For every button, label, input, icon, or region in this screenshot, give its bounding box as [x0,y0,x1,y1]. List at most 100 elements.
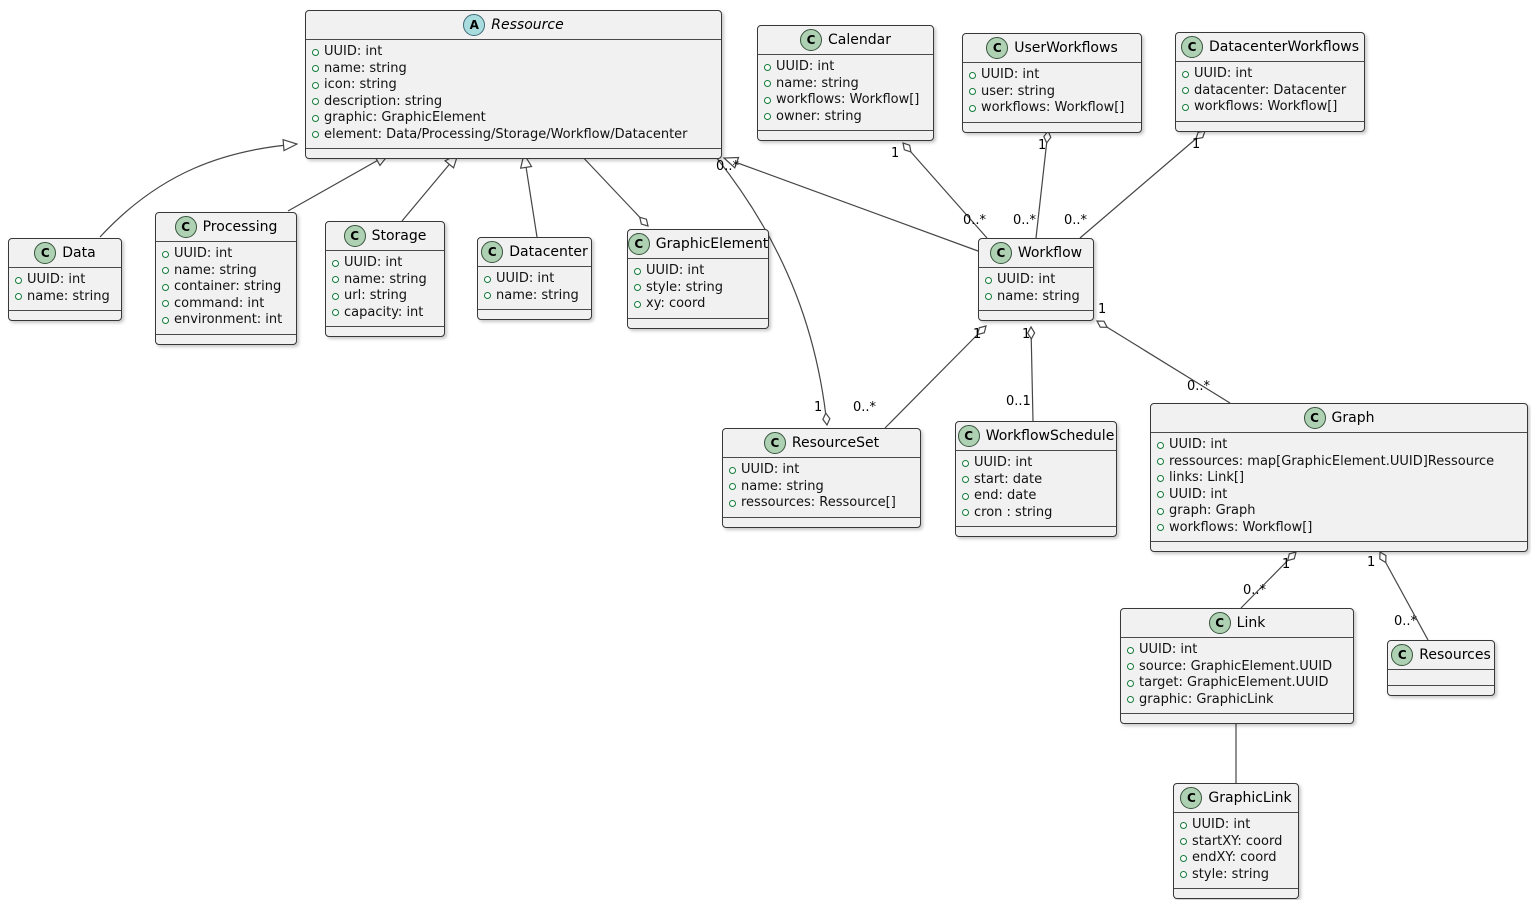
class-graphiclink: C GraphicLink UUID: int startXY: coord e… [1173,783,1299,899]
attribute-row: owner: string [764,109,927,126]
class-graph-header: C Graph [1151,404,1527,433]
attribute-row: UUID: int [332,255,438,272]
field-icon [332,276,339,284]
class-title: UserWorkflows [1014,40,1118,56]
class-workflow-attributes: UUID: int name: string [979,268,1093,311]
attribute-row: user: string [969,84,1135,101]
class-title: WorkflowSchedule [985,428,1115,444]
attribute-row: UUID: int [985,272,1087,289]
edge-ressource-graphicelement [577,151,649,227]
methods-compartment [326,327,444,336]
multiplicity-label: 1 [1022,327,1031,342]
class-datacenter: C Datacenter UUID: int name: string [477,237,592,320]
multiplicity-label: 1 [1282,557,1291,572]
field-icon [969,88,976,96]
field-icon [162,267,169,275]
methods-compartment [1174,889,1298,898]
field-icon [162,283,169,291]
class-workflowschedule-header: C WorkflowSchedule [956,422,1116,451]
attribute-row: url: string [332,288,438,305]
methods-compartment [956,527,1116,536]
field-icon [634,267,641,275]
field-icon [764,80,771,88]
field-icon [1127,696,1134,704]
class-workflow: C Workflow UUID: int name: string [978,238,1094,321]
class-graphicelement-attributes: UUID: int style: string xy: coord [628,259,768,319]
class-icon: C [989,242,1012,264]
field-icon [1127,663,1134,671]
class-graphiclink-attributes: UUID: int startXY: coord endXY: coord st… [1174,813,1298,889]
attribute-row: name: string [15,289,115,306]
class-title: GraphicElement [655,236,769,252]
attribute-row: description: string [312,94,715,111]
field-icon [962,509,969,517]
attribute-row: UUID: int [969,67,1135,84]
field-icon [969,104,976,112]
multiplicity-label: 1 [1192,137,1201,152]
attribute-row: name: string [162,263,290,280]
field-icon [764,63,771,71]
field-icon [1180,821,1187,829]
edge-graph-resources [1379,550,1429,641]
methods-compartment [156,335,296,344]
multiplicity-label: 1 [1038,138,1047,153]
attribute-row: UUID: int [1127,642,1347,659]
class-resources: C Resources [1387,640,1495,696]
attribute-row: workflows: Workflow[] [1182,99,1358,116]
attribute-row: style: string [634,280,762,297]
field-icon [1157,524,1164,532]
field-icon [1180,838,1187,846]
class-icon: C [174,216,197,238]
attribute-row: UUID: int [312,44,715,61]
edge-storage-extends-ressource [401,154,458,222]
class-title: ResourceSet [791,435,880,451]
field-icon [962,476,969,484]
attribute-row: links: Link[] [1157,470,1521,487]
class-datacenterworkflows: C DatacenterWorkflows UUID: int datacent… [1175,32,1365,132]
attribute-row: UUID: int [1157,487,1521,504]
attribute-row: UUID: int [764,59,927,76]
attribute-row: UUID: int [634,263,762,280]
attribute-row: ressources: Ressource[] [729,495,914,512]
class-graph-attributes: UUID: int ressources: map[GraphicElement… [1151,433,1527,542]
edge-datacenterworkflows-workflow [1079,130,1206,239]
attribute-row: icon: string [312,77,715,94]
methods-compartment [628,319,768,328]
attribute-row: environment: int [162,312,290,329]
attribute-row: capacity: int [332,305,438,322]
edge-workflow-workflowschedule [1026,325,1036,422]
class-title: Datacenter [509,244,588,260]
class-title: Resources [1419,647,1491,663]
class-title: Data [62,245,96,261]
methods-compartment [306,149,721,158]
class-icon: C [1391,644,1414,666]
attribute-row: workflows: Workflow[] [764,92,927,109]
edge-datacenter-extends-ressource [524,154,538,238]
class-icon: C [763,432,786,454]
attribute-row: startXY: coord [1180,834,1292,851]
class-calendar-attributes: UUID: int name: string workflows: Workfl… [758,55,933,131]
multiplicity-label: 1 [1098,302,1107,317]
class-graphiclink-header: C GraphicLink [1174,784,1298,813]
field-icon [162,250,169,258]
class-icon: C [1180,787,1203,809]
class-icon: C [1303,407,1326,429]
class-icon: C [957,425,980,447]
field-icon [764,96,771,104]
methods-compartment [1388,686,1494,695]
field-icon [985,293,992,301]
class-graph: C Graph UUID: int ressources: map[Graphi… [1150,403,1528,552]
class-link-attributes: UUID: int source: GraphicElement.UUID ta… [1121,638,1353,714]
class-title: Link [1236,615,1266,631]
field-icon [962,459,969,467]
class-title: Workflow [1017,245,1083,261]
methods-compartment [758,131,933,140]
class-title: Processing [202,219,278,235]
multiplicity-label: 0..* [1064,213,1088,228]
multiplicity-label: 0..* [1394,614,1418,629]
multiplicity-label: 1 [891,146,900,161]
attribute-row: name: string [312,61,715,78]
attribute-row: command: int [162,296,290,313]
attribute-row: endXY: coord [1180,850,1292,867]
